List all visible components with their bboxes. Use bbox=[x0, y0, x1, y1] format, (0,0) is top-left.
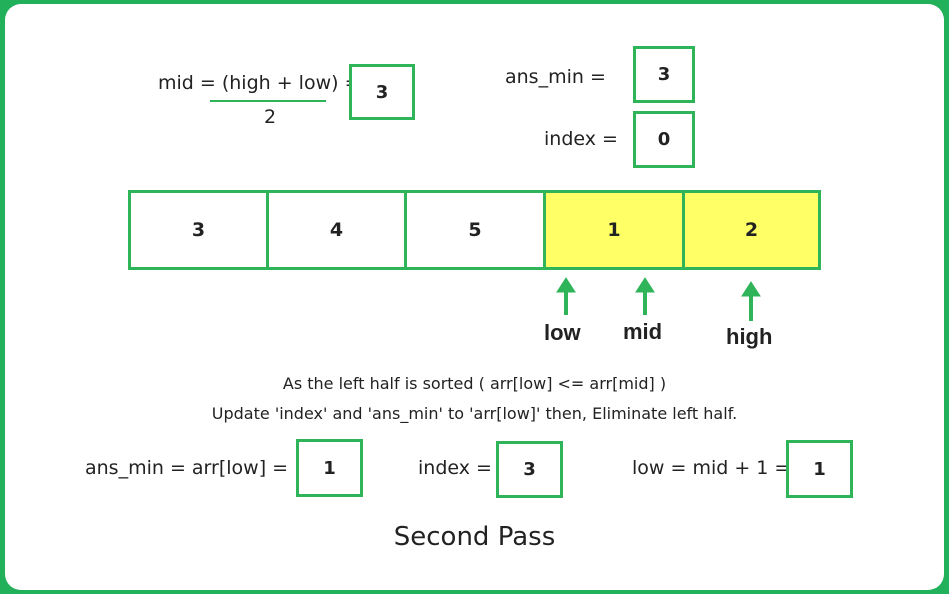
mid-pointer-label: mid bbox=[623, 319, 663, 344]
low-pointer-label: low bbox=[544, 320, 581, 345]
update-ans-min-value-box: 1 bbox=[296, 439, 363, 497]
update-low-label: low = mid + 1 = bbox=[632, 457, 791, 479]
mid-value-box: 3 bbox=[349, 64, 415, 120]
array-cell-1: 4 bbox=[266, 190, 407, 270]
array-cell-2: 5 bbox=[404, 190, 546, 270]
high-arrow-icon bbox=[741, 281, 761, 321]
update-index-label: index = bbox=[418, 457, 492, 479]
low-arrow-icon bbox=[556, 277, 576, 315]
index-label: index = bbox=[544, 128, 618, 150]
note-line-1: As the left half is sorted ( arr[low] <=… bbox=[282, 374, 667, 393]
update-low-value-box: 1 bbox=[786, 440, 853, 498]
high-pointer-label: high bbox=[726, 324, 773, 349]
update-ans-min-label: ans_min = arr[low] = bbox=[85, 457, 289, 479]
mid-formula-label: mid = (high + low) = bbox=[158, 72, 361, 94]
mid-arrow-icon bbox=[635, 277, 655, 315]
ans-min-value-box: 3 bbox=[633, 46, 695, 103]
array-cell-0: 3 bbox=[128, 190, 269, 270]
caption: Second Pass bbox=[393, 522, 556, 552]
array-cell-4-highlighted: 2 bbox=[682, 190, 821, 270]
fraction-line bbox=[210, 100, 326, 102]
index-value-box: 0 bbox=[633, 111, 695, 168]
ans-min-label: ans_min = bbox=[505, 66, 606, 88]
update-index-value-box: 3 bbox=[496, 441, 563, 498]
note-line-2: Update 'index' and 'ans_min' to 'arr[low… bbox=[211, 404, 738, 423]
mid-formula-denominator: 2 bbox=[264, 106, 277, 128]
